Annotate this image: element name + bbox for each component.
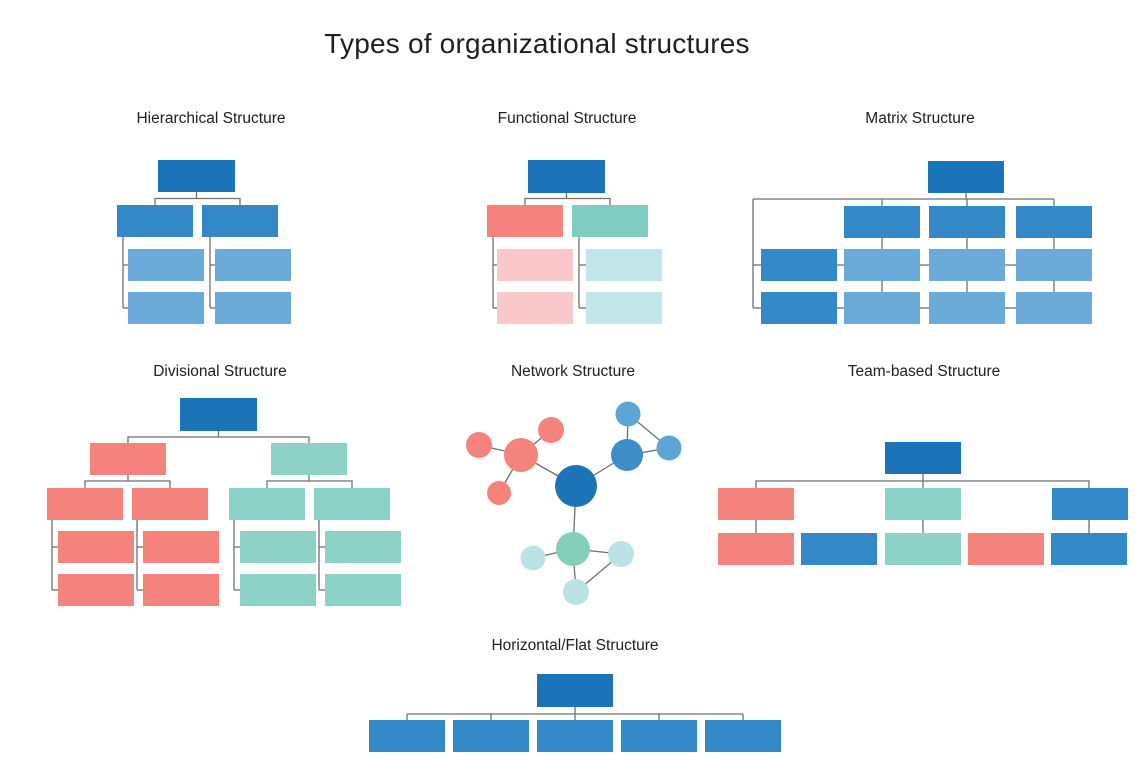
connector-line: [524, 197, 611, 205]
network-node-net_cyan: [520, 545, 546, 571]
panel-divisional: [47, 398, 401, 606]
org-box-medium_blue: [801, 533, 877, 565]
org-box-medium_blue: [761, 249, 837, 281]
org-box-medium_blue: [453, 720, 529, 752]
panel-horizontal-flat: [369, 674, 781, 752]
org-box-medium_blue: [761, 292, 837, 324]
org-box-salmon: [968, 533, 1044, 565]
org-box-dark_blue: [528, 160, 605, 193]
org-box-dark_blue: [928, 161, 1004, 193]
org-box-medium_blue: [1052, 488, 1128, 520]
org-box-salmon: [143, 531, 219, 563]
panel-title-divisional: Divisional Structure: [153, 363, 287, 380]
panel-title-hierarchical: Hierarchical Structure: [136, 110, 286, 127]
org-box-light_blue: [215, 292, 291, 324]
connector-line: [266, 480, 353, 488]
org-box-medium_blue: [369, 720, 445, 752]
network-node-dark_blue: [555, 465, 597, 507]
org-box-teal_light: [325, 531, 401, 563]
connector-line: [755, 480, 1090, 488]
network-node-net_teal: [556, 532, 590, 566]
org-box-medium_blue: [1051, 533, 1127, 565]
panel-team-based: [718, 442, 1128, 565]
org-box-teal_light: [325, 574, 401, 606]
panel-title-network: Network Structure: [510, 363, 636, 380]
org-box-salmon: [90, 443, 166, 475]
org-box-light_blue: [1016, 292, 1092, 324]
org-box-medium_blue: [117, 205, 193, 237]
org-box-medium_blue: [537, 720, 613, 752]
network-node-salmon: [487, 481, 511, 505]
network-node-salmon: [504, 438, 538, 472]
org-box-medium_blue: [202, 205, 278, 237]
org-box-dark_blue: [537, 674, 613, 707]
network-node-salmon: [538, 417, 564, 443]
org-box-teal_light: [271, 443, 347, 475]
connector-line: [84, 480, 171, 488]
org-box-dark_blue: [180, 398, 257, 431]
org-box-salmon: [132, 488, 208, 520]
org-box-light_blue: [929, 292, 1005, 324]
org-box-teal_light: [240, 531, 316, 563]
org-box-light_pink: [497, 292, 573, 324]
network-node-net_cyan: [563, 579, 589, 605]
org-box-dark_blue: [885, 442, 961, 474]
org-box-medium_blue: [705, 720, 781, 752]
org-box-light_blue: [215, 249, 291, 281]
org-box-medium_blue: [929, 206, 1005, 238]
org-box-teal_light: [240, 574, 316, 606]
network-node-salmon: [466, 432, 492, 458]
network-node-net_blue: [611, 439, 643, 471]
org-box-teal_light: [314, 488, 390, 520]
network-node-net_blue_light: [615, 401, 641, 427]
org-box-salmon: [487, 205, 563, 237]
org-box-salmon: [143, 574, 219, 606]
panel-title-matrix: Matrix Structure: [865, 110, 975, 127]
panel-hierarchical: [117, 160, 291, 324]
org-box-light_blue: [1016, 249, 1092, 281]
org-box-salmon: [58, 574, 134, 606]
panel-functional: [487, 160, 662, 324]
org-box-teal_light: [229, 488, 305, 520]
org-box-light_blue: [844, 292, 920, 324]
org-box-light_pink: [497, 249, 573, 281]
org-box-light_blue: [128, 249, 204, 281]
panel-title-horizontal-flat: Horizontal/Flat Structure: [491, 637, 659, 654]
org-box-light_blue: [929, 249, 1005, 281]
org-box-salmon: [47, 488, 123, 520]
network-node-net_cyan: [608, 541, 634, 567]
org-box-teal_light: [885, 488, 961, 520]
org-box-medium_blue: [621, 720, 697, 752]
org-box-light_cyan: [586, 292, 662, 324]
panel-matrix: [752, 161, 1092, 324]
connector-line: [154, 197, 241, 205]
org-box-medium_blue: [844, 206, 920, 238]
org-box-teal: [572, 205, 648, 237]
org-box-light_blue: [128, 292, 204, 324]
panel-network: [466, 401, 682, 605]
org-box-medium_blue: [1016, 206, 1092, 238]
org-box-salmon: [718, 488, 794, 520]
org-box-light_blue: [844, 249, 920, 281]
org-box-dark_blue: [158, 160, 235, 192]
main-title: Types of organizational structures: [324, 28, 750, 59]
connector-line: [127, 436, 310, 443]
panel-title-functional: Functional Structure: [497, 110, 637, 127]
org-box-salmon: [718, 533, 794, 565]
org-box-salmon: [58, 531, 134, 563]
org-box-light_cyan: [586, 249, 662, 281]
panel-title-team-based: Team-based Structure: [847, 363, 1001, 380]
network-node-net_blue_light: [656, 435, 682, 461]
org-box-teal_light: [885, 533, 961, 565]
